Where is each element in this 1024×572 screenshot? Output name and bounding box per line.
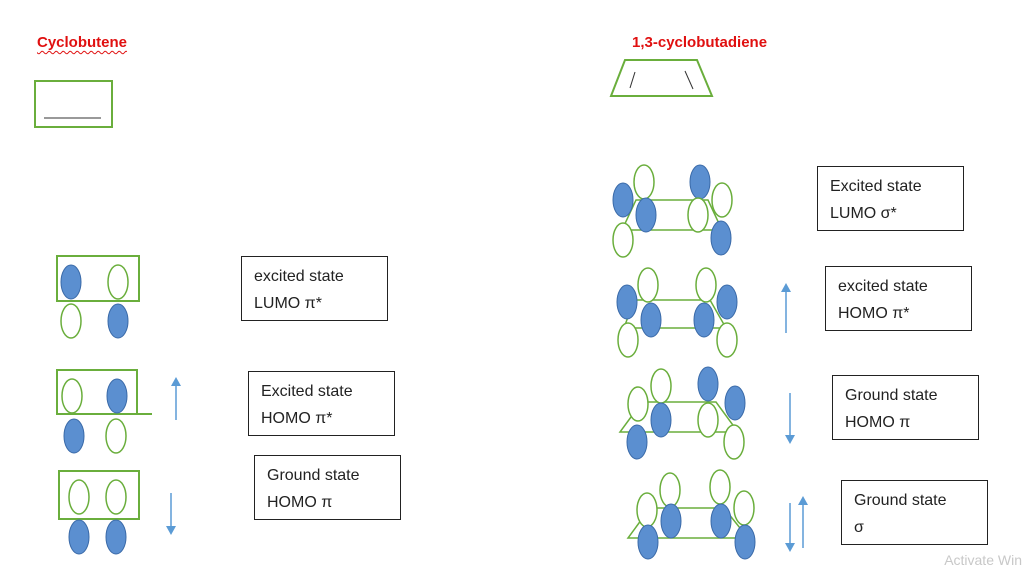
state-name: Ground state [854, 492, 947, 509]
cyclobutadiene-lumo-orbital-icon [612, 164, 733, 258]
cyclobutadiene-excited-homo-label: excited state HOMO π* [825, 266, 972, 331]
state-name: excited state [838, 278, 928, 295]
orbital-name: LUMO σ* [830, 205, 897, 222]
cyclobutadiene-ground-sigma-orbital-icon [626, 469, 756, 560]
cyclobutene-structure-icon [34, 80, 113, 128]
cyclobutene-ground-homo-label: Ground state HOMO π [254, 455, 401, 520]
down-arrow-icon [785, 393, 795, 444]
cyclobutadiene-ground-sigma-label: Ground state σ [841, 480, 988, 545]
cyclobutadiene-excited-homo-orbital-icon [616, 267, 738, 358]
state-name: Ground state [267, 467, 360, 484]
orbital-name: HOMO π* [838, 305, 910, 322]
cyclobutene-lumo-label: excited state LUMO π* [241, 256, 388, 321]
orbital-name: HOMO π [845, 414, 911, 431]
up-arrow-icon [781, 283, 791, 333]
state-name: excited state [254, 268, 344, 285]
cyclobutene-excited-homo-label: Excited state HOMO π* [248, 371, 395, 436]
state-name: Ground state [845, 387, 938, 404]
cyclobutene-ground-homo-orbital-icon [58, 470, 140, 555]
orbital-name: HOMO π* [261, 410, 333, 427]
cyclobutene-excited-homo-orbital-icon [56, 369, 152, 454]
cyclobutene-title: Cyclobutene [37, 34, 128, 51]
orbital-name: HOMO π [267, 494, 333, 511]
state-name: Excited state [830, 178, 922, 195]
orbital-name: LUMO π* [254, 295, 322, 312]
state-name: Excited state [261, 383, 353, 400]
cyclobutadiene-title: 1,3-cyclobutadiene [632, 34, 768, 51]
down-arrow-icon [166, 493, 176, 535]
orbital-name: σ [854, 519, 864, 536]
up-arrow-icon [171, 377, 181, 420]
cyclobutadiene-ground-homo-orbital-icon [618, 366, 746, 460]
cyclobutene-lumo-orbital-icon [56, 255, 140, 339]
activate-windows-watermark: Activate Win [944, 552, 1022, 568]
cyclobutadiene-ground-homo-label: Ground state HOMO π [832, 375, 979, 440]
cyclobutadiene-structure-icon [609, 59, 714, 97]
up-down-arrows-icon [785, 496, 808, 552]
cyclobutadiene-lumo-label: Excited state LUMO σ* [817, 166, 964, 231]
